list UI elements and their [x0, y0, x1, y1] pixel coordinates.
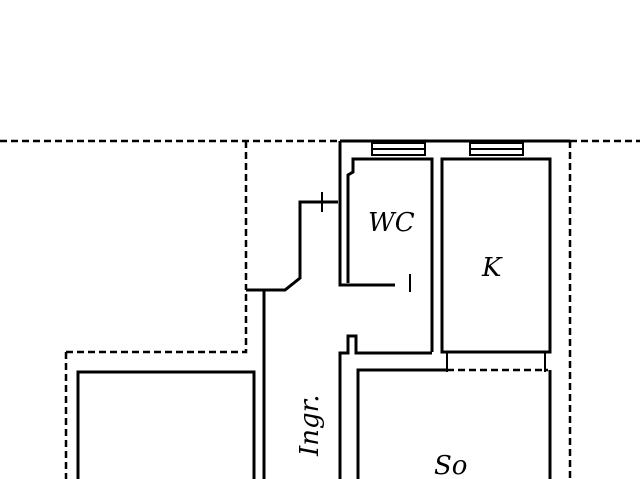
room-label-wc: WC [368, 208, 415, 238]
walls [76, 141, 552, 479]
kitchen-walls [440, 157, 552, 354]
boundary-lines [0, 139, 640, 479]
room-label-kitchen: K [481, 253, 503, 283]
windows [371, 142, 524, 156]
property-line-lower-left [64, 290, 248, 479]
room-label-living: So [434, 451, 467, 479]
room-label-entrance: Ingr. [295, 395, 325, 458]
